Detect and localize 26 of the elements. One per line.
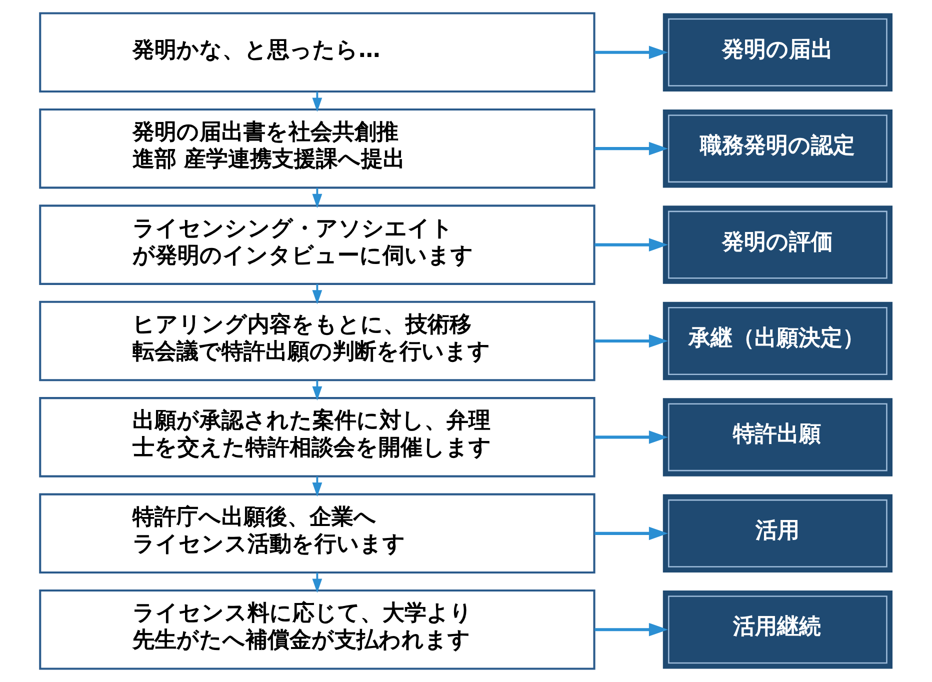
node-box: 活用継続 [662,590,893,669]
node-box: 発明の届出書を社会共創推進部 産学連携支援課へ提出 [39,108,596,189]
arrow [312,380,322,400]
node-box: 発明の届出 [662,13,893,92]
arrow [312,188,322,208]
arrow [594,622,668,636]
node-box: ライセンシング・アソシエイトが発明のインタビューに伺います [39,204,596,285]
node-box: 発明かな、と思ったら… [39,12,596,93]
arrow [312,284,322,304]
arrow [594,430,668,444]
arrow [312,476,322,497]
node-box: ライセンス料に応じて、大学より先生がたへ補償金が支払われます [39,589,596,670]
node-box: 特許出願 [662,398,893,476]
node-box: 職務発明の認定 [662,109,893,188]
node-box: 発明の評価 [662,206,893,284]
arrow [594,526,668,540]
arrow [312,572,322,593]
arrow [594,46,668,60]
arrow [594,142,668,156]
arrow [594,334,668,348]
node-box: ヒアリング内容をもとに、技術移転会議で特許出願の判断を行います [39,300,596,382]
node-box: 活用 [662,494,893,573]
node-box: 特許庁へ出願後、企業へライセンス活動を行います [39,493,596,574]
arrow [594,238,668,252]
node-box: 出願が承認された案件に対し、弁理士を交えた特許相談会を開催します [39,397,596,478]
node-box: 承継（出願決定） [662,302,893,380]
